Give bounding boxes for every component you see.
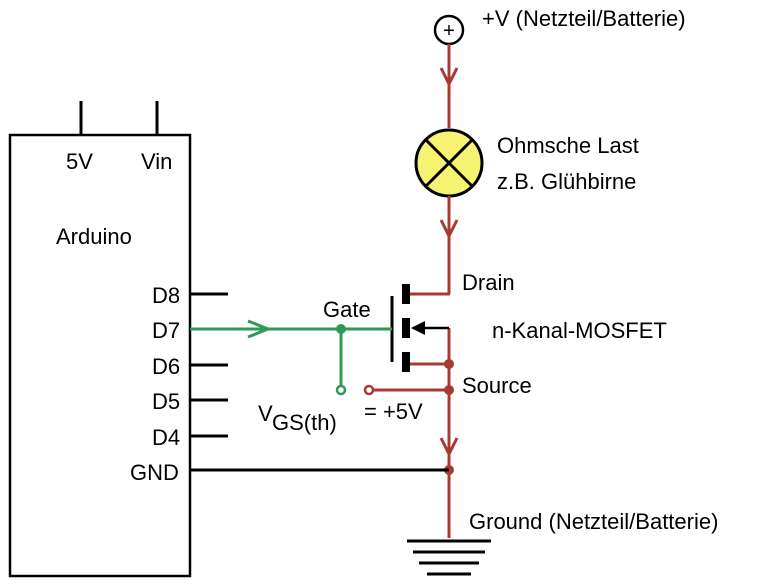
channel-segment-drain [402, 284, 410, 304]
channel-segment-body [402, 318, 410, 338]
threshold-red-terminal [363, 384, 375, 396]
pin-label-vin: Vin [141, 149, 172, 174]
source-label: Source [462, 373, 532, 398]
arduino-title: Arduino [56, 224, 132, 249]
supply-plus-symbol: + [443, 20, 455, 42]
lamp-icon [414, 128, 484, 198]
threshold-subscript: GS(th) [272, 410, 337, 435]
current-arrow-2 [439, 219, 459, 240]
ground-label: Ground (Netzteil/Batterie) [469, 509, 718, 534]
ground-icon [407, 539, 491, 576]
supply-label: +V (Netzteil/Batterie) [482, 6, 686, 31]
pin-label-d8: D8 [152, 283, 180, 308]
mosfet-type-label: n-Kanal-MOSFET [492, 318, 667, 343]
pin-label-d7: D7 [152, 318, 180, 343]
power-path: + +V (Netzteil/Batterie) Ohmsche Last z.… [363, 6, 686, 538]
current-arrow-3 [439, 437, 459, 458]
channel-arrow-icon [411, 321, 425, 335]
threshold-value: = +5V [364, 399, 423, 424]
threshold-green-terminal [335, 384, 347, 396]
current-arrow-1 [439, 67, 459, 88]
drain-label: Drain [462, 270, 515, 295]
gate-signal: Gate [190, 297, 392, 396]
pin-label-d4: D4 [152, 425, 180, 450]
channel-segment-source [402, 352, 410, 372]
gate-label: Gate [323, 297, 371, 322]
mosfet-symbol: n-Kanal-MOSFET [390, 284, 667, 372]
signal-arrow-icon [247, 319, 273, 339]
pin-label-gnd: GND [130, 460, 179, 485]
pin-label-5v: 5V [66, 149, 93, 174]
pin-label-d5: D5 [152, 389, 180, 414]
arduino-board: 5V Vin Arduino D8 D7 D6 D5 D4 GND [8, 101, 228, 578]
pin-label-d6: D6 [152, 354, 180, 379]
load-label-line1: Ohmsche Last [497, 133, 639, 158]
threshold-symbol: V [258, 401, 273, 426]
source-node-dot [444, 359, 454, 369]
load-label-line2: z.B. Glühbirne [497, 169, 636, 194]
